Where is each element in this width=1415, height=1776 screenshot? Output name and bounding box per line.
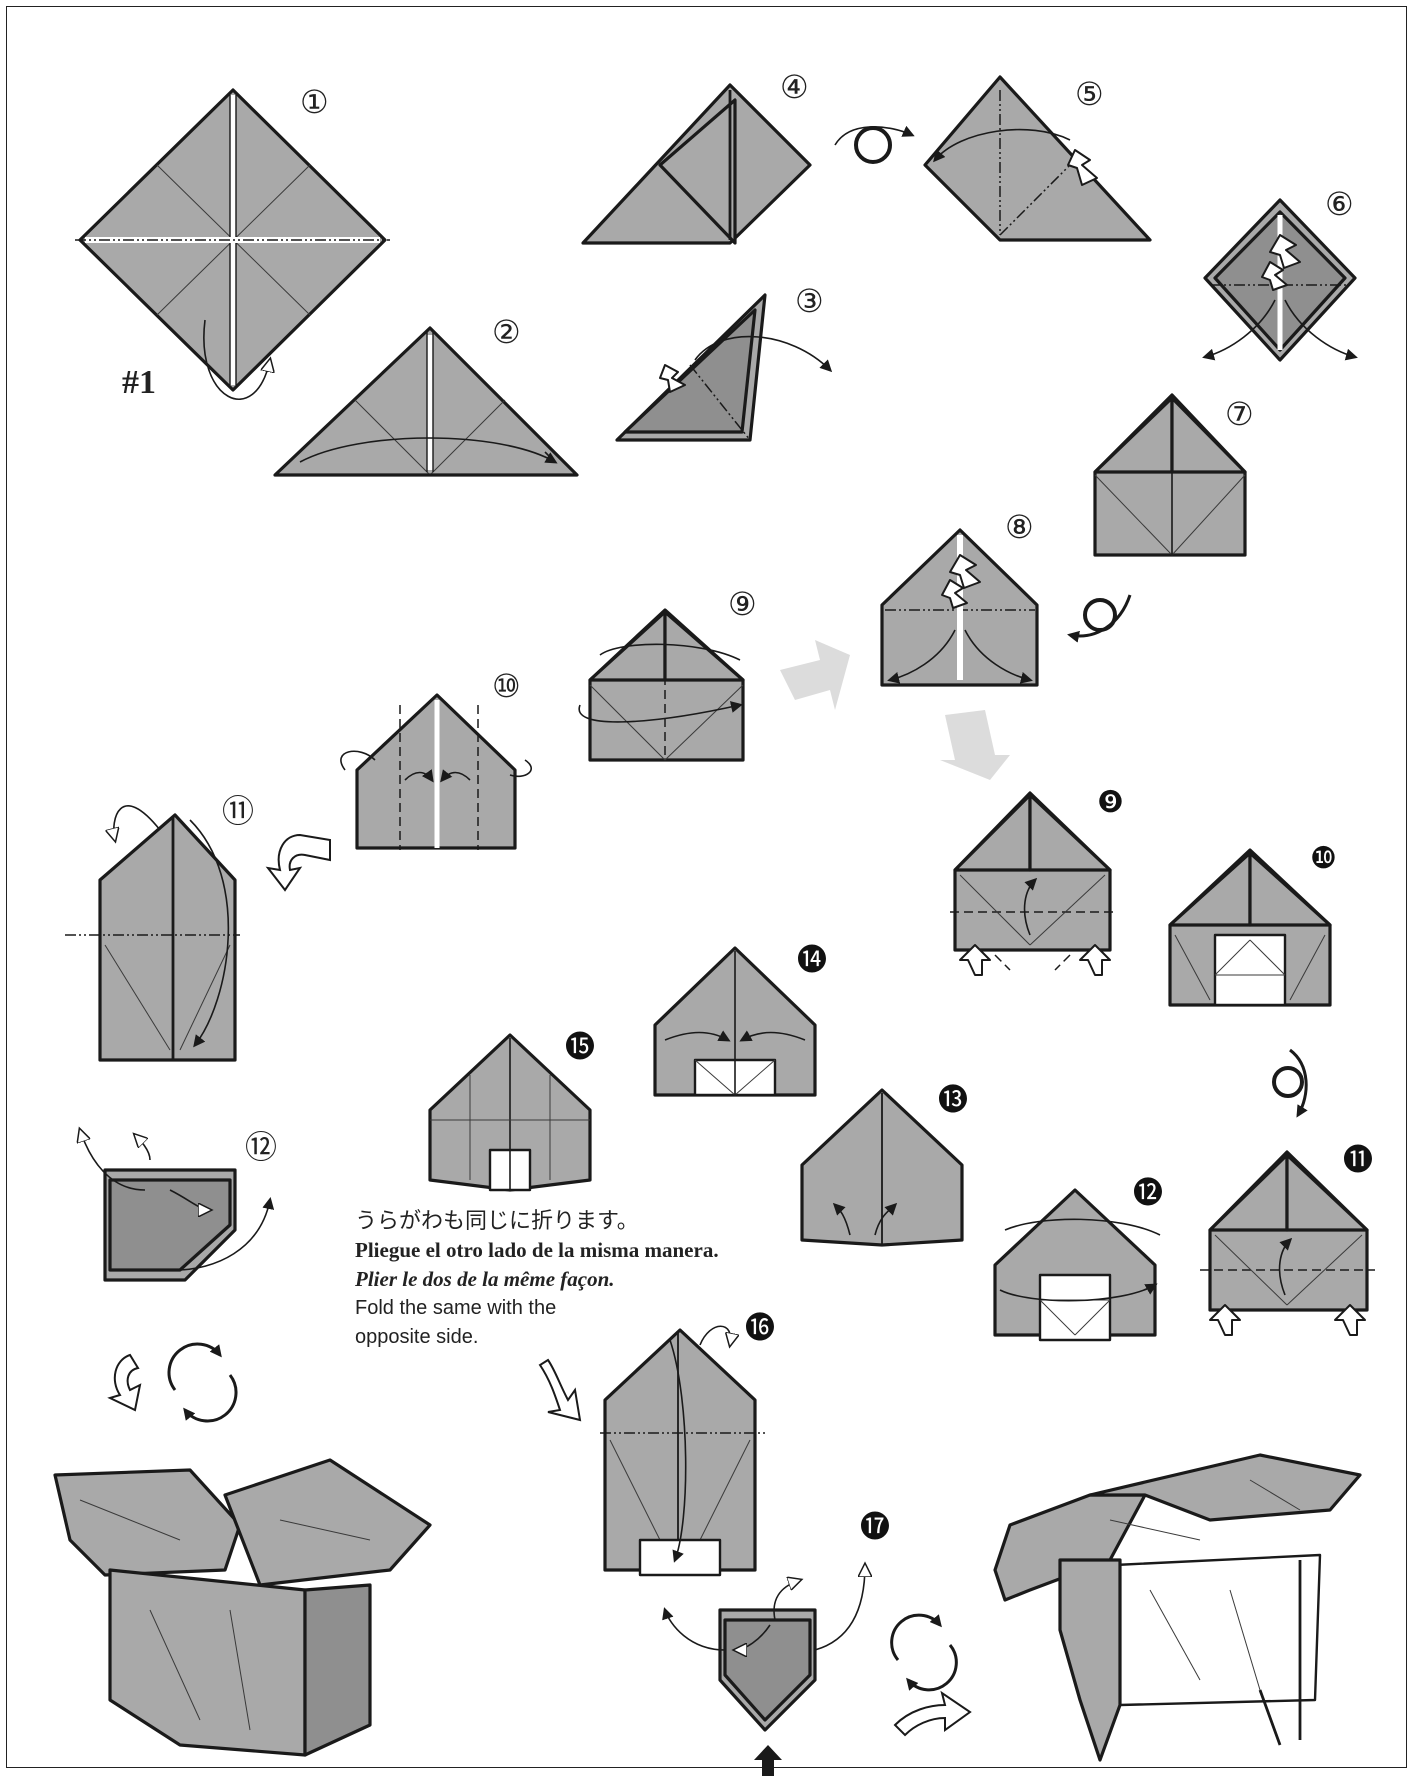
- step-number-9: ⑨: [728, 585, 757, 623]
- step-2-figure: [275, 328, 577, 475]
- step-number-12b: ⓬: [1133, 1176, 1163, 1211]
- instruction-en-line2: opposite side.: [355, 1323, 775, 1352]
- turn-over-icon: [835, 127, 912, 162]
- step-number-1: ①: [300, 83, 329, 121]
- flow-arrow-icon: [895, 1693, 970, 1735]
- rotate-icon: [892, 1615, 957, 1690]
- step-12b-figure: [995, 1190, 1160, 1340]
- turn-over-icon: [1274, 1050, 1306, 1115]
- final-box-left: [55, 1460, 430, 1755]
- step-9-figure: [579, 610, 743, 760]
- model-label: #1: [122, 364, 156, 401]
- instruction-es: Pliegue el otro lado de la misma manera.: [355, 1236, 775, 1265]
- flow-arrow-icon: [268, 835, 330, 890]
- step-number-15b: ⓯: [565, 1030, 595, 1065]
- step-1-figure: [75, 90, 390, 399]
- step-number-7: ⑦: [1225, 395, 1254, 433]
- step-number-4: ④: [780, 68, 809, 106]
- step-11b-figure: [1200, 1152, 1375, 1335]
- step-10b-figure: [1170, 850, 1330, 1005]
- instruction-en-line1: Fold the same with the: [355, 1294, 775, 1323]
- step-number-8: ⑧: [1005, 508, 1034, 546]
- step-12-figure: [80, 1130, 270, 1280]
- step-5-figure: [925, 77, 1150, 240]
- step-4-figure: [583, 85, 810, 243]
- step-number-9b: ❾: [1097, 785, 1124, 820]
- step-7-figure: [1095, 395, 1245, 555]
- step-8-figure: [882, 530, 1037, 685]
- push-arrow-icon: [754, 1745, 782, 1776]
- step-number-12: ⑫: [245, 1128, 277, 1166]
- step-17b-figure: [665, 1565, 865, 1730]
- step-number-17b: ⓱: [860, 1510, 890, 1545]
- step-16b-figure: [600, 1326, 765, 1575]
- turn-over-icon: [1070, 595, 1130, 636]
- step-number-2: ②: [492, 313, 521, 351]
- step-number-10b: ❿: [1310, 841, 1337, 876]
- flow-arrow-icon: [110, 1355, 140, 1410]
- step-number-10: ⑩: [492, 667, 521, 705]
- step-number-14b: ⓮: [797, 943, 827, 978]
- flow-arrow-icon: [540, 1360, 580, 1420]
- step-10-figure: [341, 695, 531, 850]
- step-number-11: ⑪: [222, 792, 254, 830]
- instruction-caption: うらがわも同じに折ります。 Pliegue el otro lado de la…: [355, 1207, 775, 1352]
- step-11-figure: [65, 806, 240, 1060]
- step-9b-figure: [950, 793, 1115, 975]
- step-6-figure: [1205, 200, 1355, 360]
- step-number-6: ⑥: [1325, 185, 1354, 223]
- step-14b-figure: [655, 948, 815, 1095]
- step-number-13b: ⓭: [938, 1083, 968, 1118]
- rotate-icon: [169, 1344, 236, 1421]
- step-number-5: ⑤: [1075, 75, 1104, 113]
- instruction-fr: Plier le dos de la même façon.: [355, 1265, 775, 1294]
- step-number-11b: ⓫: [1343, 1143, 1373, 1178]
- step-number-3: ③: [795, 282, 824, 320]
- instruction-ja: うらがわも同じに折ります。: [355, 1207, 775, 1236]
- final-box-right: [995, 1455, 1360, 1760]
